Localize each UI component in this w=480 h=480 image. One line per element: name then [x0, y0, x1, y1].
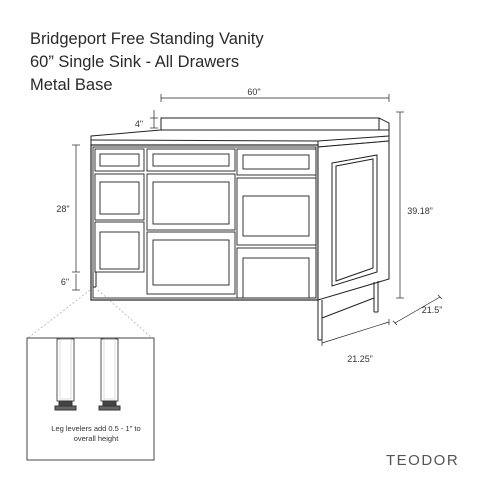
title-line-1: Bridgeport Free Standing Vanity — [30, 30, 264, 48]
cabinet-front — [90, 144, 319, 301]
overall-height-label: 39.18” — [407, 206, 433, 216]
brand-logo: TEODOR — [386, 452, 460, 469]
drawer-center-middle — [146, 173, 236, 231]
drawer-center-top — [146, 148, 236, 172]
metal-base-legs — [92, 272, 379, 341]
leg-leveler-note: Leg levelers add 0.5 - 1" to overall hei… — [51, 424, 141, 443]
drawer-center-bottom — [146, 231, 236, 295]
title-line-3: Metal Base — [30, 76, 113, 94]
leg-height-label: 6" — [61, 277, 69, 287]
drawer-right-middle — [236, 177, 317, 246]
side-panel — [317, 140, 390, 301]
backsplash-height-label: 4" — [135, 119, 143, 129]
side-depth-label: 21.5” — [422, 305, 443, 315]
cabinet-height-label: 28" — [56, 204, 69, 214]
width-dimension-line — [160, 94, 390, 102]
width-label: 60" — [247, 87, 260, 97]
drawer-left-top — [94, 148, 145, 172]
depth-label: 21.25” — [347, 354, 373, 364]
leg-leveler-detail — [26, 289, 155, 461]
drawer-left-bottom — [94, 221, 145, 273]
drawer-left-middle — [94, 173, 145, 221]
drawer-right-top — [236, 148, 317, 176]
title-line-2: 60” Single Sink - All Drawers — [30, 53, 240, 71]
